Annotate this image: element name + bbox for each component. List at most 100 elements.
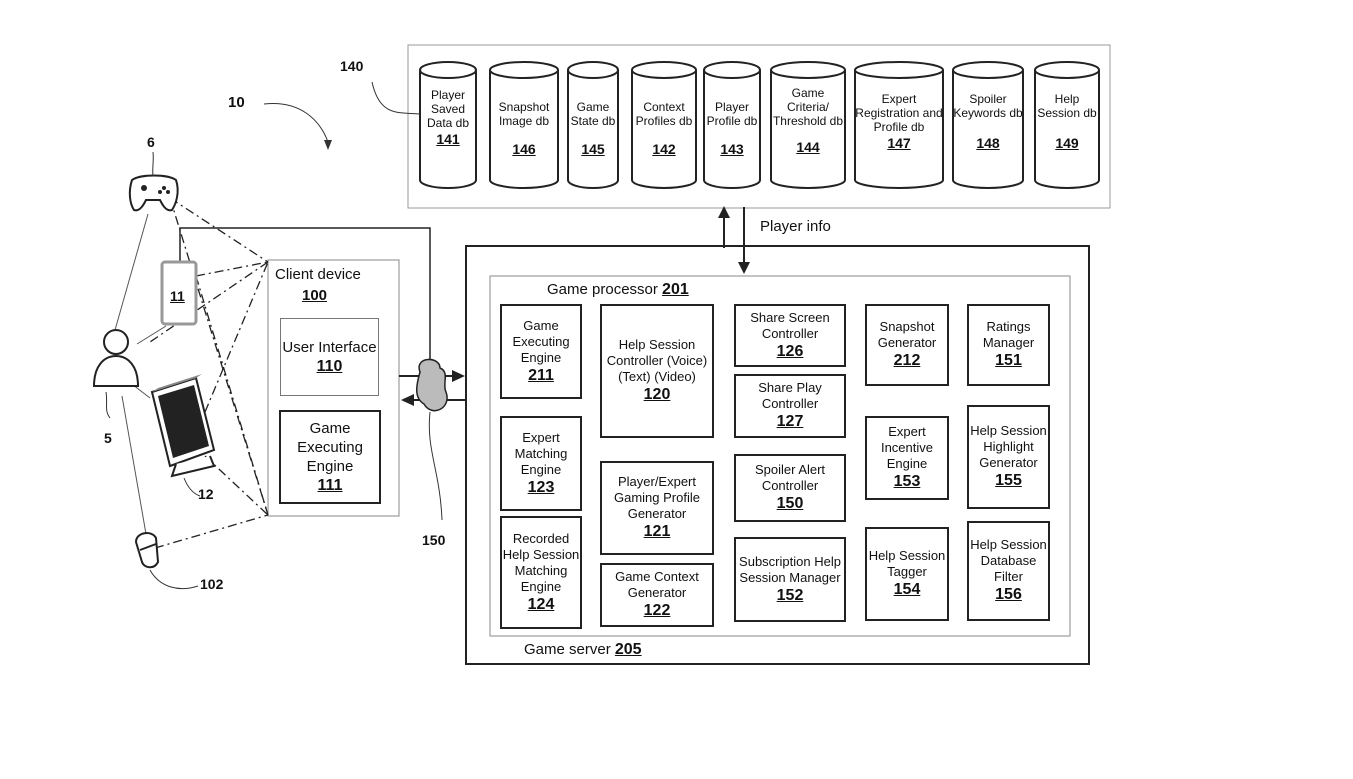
arrowhead-10 — [324, 140, 332, 150]
module-156: Help Session Database Filter 156 — [967, 521, 1050, 621]
user-interface-ref: 110 — [316, 357, 343, 375]
db-144-ref: 144 — [796, 139, 820, 155]
db-147: Expert Registration and Profile db 147 — [855, 92, 943, 152]
game-processor-title-text: Game processor — [547, 281, 658, 298]
client-device-frame — [267, 259, 400, 517]
user-interface-name: User Interface — [282, 338, 377, 356]
db-149-name: Help Session db — [1037, 92, 1097, 120]
module-120-ref: 120 — [643, 386, 671, 403]
module-152: Subscription Help Session Manager 152 — [734, 537, 846, 622]
db-148-name: Spoiler Keywords db — [953, 92, 1023, 120]
module-122: Game Context Generator 122 — [600, 563, 714, 627]
db-cylinder-147 — [854, 61, 944, 189]
game-server-title-text: Game server — [524, 641, 611, 658]
client-game-engine-ref: 111 — [317, 476, 343, 494]
db-145-name: Game State db — [570, 100, 616, 128]
ref-label-11: 11 — [170, 288, 185, 304]
module-212: Snapshot Generator 212 — [865, 304, 949, 386]
client-game-engine-box: Game Executing Engine 111 — [279, 410, 381, 504]
db-cylinder-144 — [770, 61, 846, 189]
module-156-name: Help Session Database Filter — [970, 537, 1047, 584]
module-123: Expert Matching Engine 123 — [500, 416, 582, 511]
module-152-name: Subscription Help Session Manager — [739, 553, 841, 585]
ref-label-102: 102 — [200, 576, 224, 592]
db-147-name: Expert Registration and Profile db — [855, 92, 943, 134]
leader-10 — [263, 102, 329, 143]
module-153-name: Expert Incentive Engine — [880, 424, 934, 471]
module-150-ref: 150 — [776, 495, 804, 512]
db-146-ref: 146 — [512, 141, 536, 157]
db-144-name: Game Criteria/ Threshold db — [772, 86, 844, 128]
db-146: Snapshot Image db 146 — [490, 100, 558, 158]
db-144: Game Criteria/ Threshold db 144 — [771, 86, 845, 156]
module-124-name: Recorded Help Session Matching Engine — [502, 530, 580, 594]
module-122-ref: 122 — [643, 602, 671, 619]
player-info-label: Player info — [760, 218, 831, 235]
module-154: Help Session Tagger 154 — [865, 527, 949, 621]
module-120: Help Session Controller (Voice) (Text) (… — [600, 304, 714, 438]
db-147-ref: 147 — [887, 135, 911, 151]
game-processor-ref: 201 — [662, 281, 689, 298]
ref-label-10: 10 — [228, 94, 245, 111]
db-142: Context Profiles db 142 — [632, 100, 696, 158]
db-145: Game State db 145 — [568, 100, 618, 158]
client-device-title: Client device — [275, 266, 361, 283]
module-154-name: Help Session Tagger — [868, 548, 946, 579]
game-processor-frame — [489, 275, 1071, 637]
controller-icon — [128, 174, 179, 212]
module-211-ref: 211 — [528, 366, 554, 384]
module-127-ref: 127 — [776, 413, 804, 430]
ref-label-5: 5 — [104, 430, 112, 446]
db-cylinder-149 — [1034, 61, 1100, 189]
db-143-name: Player Profile db — [706, 100, 758, 128]
db-cylinder-146 — [489, 61, 559, 189]
db-143: Player Profile db 143 — [704, 100, 760, 158]
module-123-ref: 123 — [527, 478, 555, 496]
tablet-link — [179, 227, 431, 382]
ref-label-140: 140 — [340, 58, 364, 74]
module-152-ref: 152 — [776, 586, 804, 604]
db-148: Spoiler Keywords db 148 — [953, 92, 1023, 152]
module-126-ref: 126 — [776, 342, 804, 360]
module-155-ref: 155 — [995, 472, 1022, 489]
db-149-ref: 149 — [1055, 135, 1079, 151]
tablet-icon — [160, 260, 198, 326]
game-server-title: Game server 205 — [524, 640, 642, 660]
module-156-ref: 156 — [995, 586, 1022, 603]
game-server-frame — [465, 245, 1090, 665]
module-124-ref: 124 — [527, 595, 555, 613]
db-141-name: Player Saved Data db — [426, 88, 470, 130]
module-155-name: Help Session Highlight Generator — [970, 423, 1047, 470]
client-game-engine-name: Game Executing Engine — [297, 419, 363, 475]
db-141: Player Saved Data db 141 — [420, 88, 476, 148]
module-212-name: Snapshot Generator — [877, 319, 937, 350]
module-211-name: Game Executing Engine — [512, 317, 570, 365]
module-126-name: Share Screen Controller — [750, 309, 830, 341]
db-cylinder-143 — [703, 61, 761, 189]
module-122-name: Game Context Generator — [615, 569, 699, 600]
user-interface-box: User Interface 110 — [280, 318, 379, 396]
leader-150 — [428, 411, 443, 521]
db-149: Help Session db 149 — [1035, 92, 1099, 152]
module-155: Help Session Highlight Generator 155 — [967, 405, 1050, 509]
module-121: Player/Expert Gaming Profile Generator 1… — [600, 461, 714, 555]
db-142-name: Context Profiles db — [635, 100, 693, 128]
module-153: Expert Incentive Engine 153 — [865, 416, 949, 500]
module-211: Game Executing Engine 211 — [500, 304, 582, 399]
module-127-name: Share Play Controller — [758, 380, 822, 411]
display-icon — [150, 374, 216, 478]
db-142-ref: 142 — [652, 141, 676, 157]
ref-label-6: 6 — [147, 134, 155, 150]
module-127: Share Play Controller 127 — [734, 374, 846, 438]
ref-label-12: 12 — [198, 486, 214, 502]
db-cylinder-141 — [419, 61, 477, 189]
client-device-ref: 100 — [302, 287, 328, 304]
module-120-name: Help Session Controller (Voice) (Text) (… — [606, 337, 708, 384]
module-126: Share Screen Controller 126 — [734, 304, 846, 367]
db-cylinder-145 — [567, 61, 619, 189]
ref-label-150: 150 — [422, 532, 446, 548]
headset-icon — [134, 532, 160, 569]
game-processor-title: Game processor 201 — [547, 280, 689, 300]
module-151: Ratings Manager 151 — [967, 304, 1050, 386]
